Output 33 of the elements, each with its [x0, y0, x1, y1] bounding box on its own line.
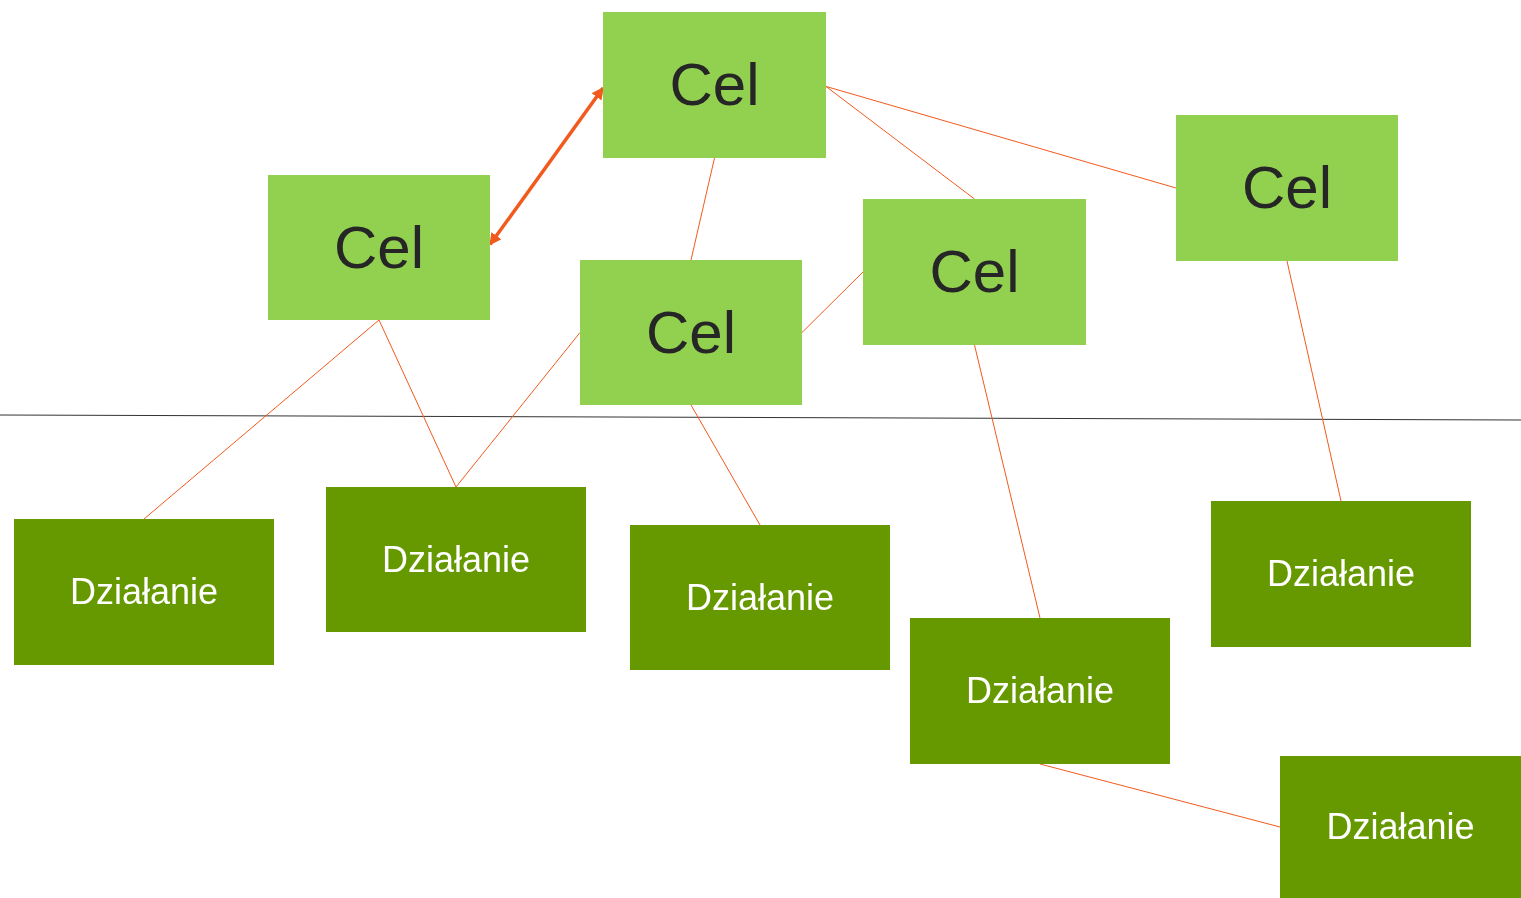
connector-line — [143, 319, 380, 520]
connector-line — [378, 319, 457, 488]
goal-label: Cel — [669, 55, 760, 115]
action-label: Działanie — [1266, 556, 1416, 592]
goal-box — [1176, 115, 1398, 261]
action-box — [910, 618, 1170, 764]
action-label: Działanie — [69, 574, 219, 610]
connector-line — [455, 332, 581, 488]
action-label: Działanie — [1326, 809, 1475, 845]
action-label: Działanie — [381, 541, 531, 578]
action-box — [14, 519, 274, 665]
connector-line — [690, 157, 715, 261]
connector-line — [1286, 260, 1342, 502]
connector-line — [825, 85, 975, 200]
connector-line — [690, 404, 761, 526]
connector-line — [1039, 763, 1281, 828]
action-box — [1211, 501, 1471, 647]
action-label: Działanie — [965, 673, 1115, 709]
goal-box — [603, 12, 826, 158]
action-box — [630, 525, 890, 670]
connector-line — [974, 344, 1041, 619]
action-box — [326, 487, 586, 632]
connector-line — [801, 271, 864, 333]
goal-label: Cel — [929, 242, 1020, 302]
goal-box — [268, 175, 490, 320]
goal-box — [863, 199, 1086, 345]
action-label: Działanie — [685, 579, 835, 616]
goal-box — [580, 260, 802, 405]
connector-line — [825, 85, 1177, 189]
goal-label: Cel — [334, 217, 424, 278]
action-box — [1280, 756, 1521, 898]
goal-label: Cel — [1242, 158, 1332, 218]
goal-label: Cel — [646, 302, 736, 363]
